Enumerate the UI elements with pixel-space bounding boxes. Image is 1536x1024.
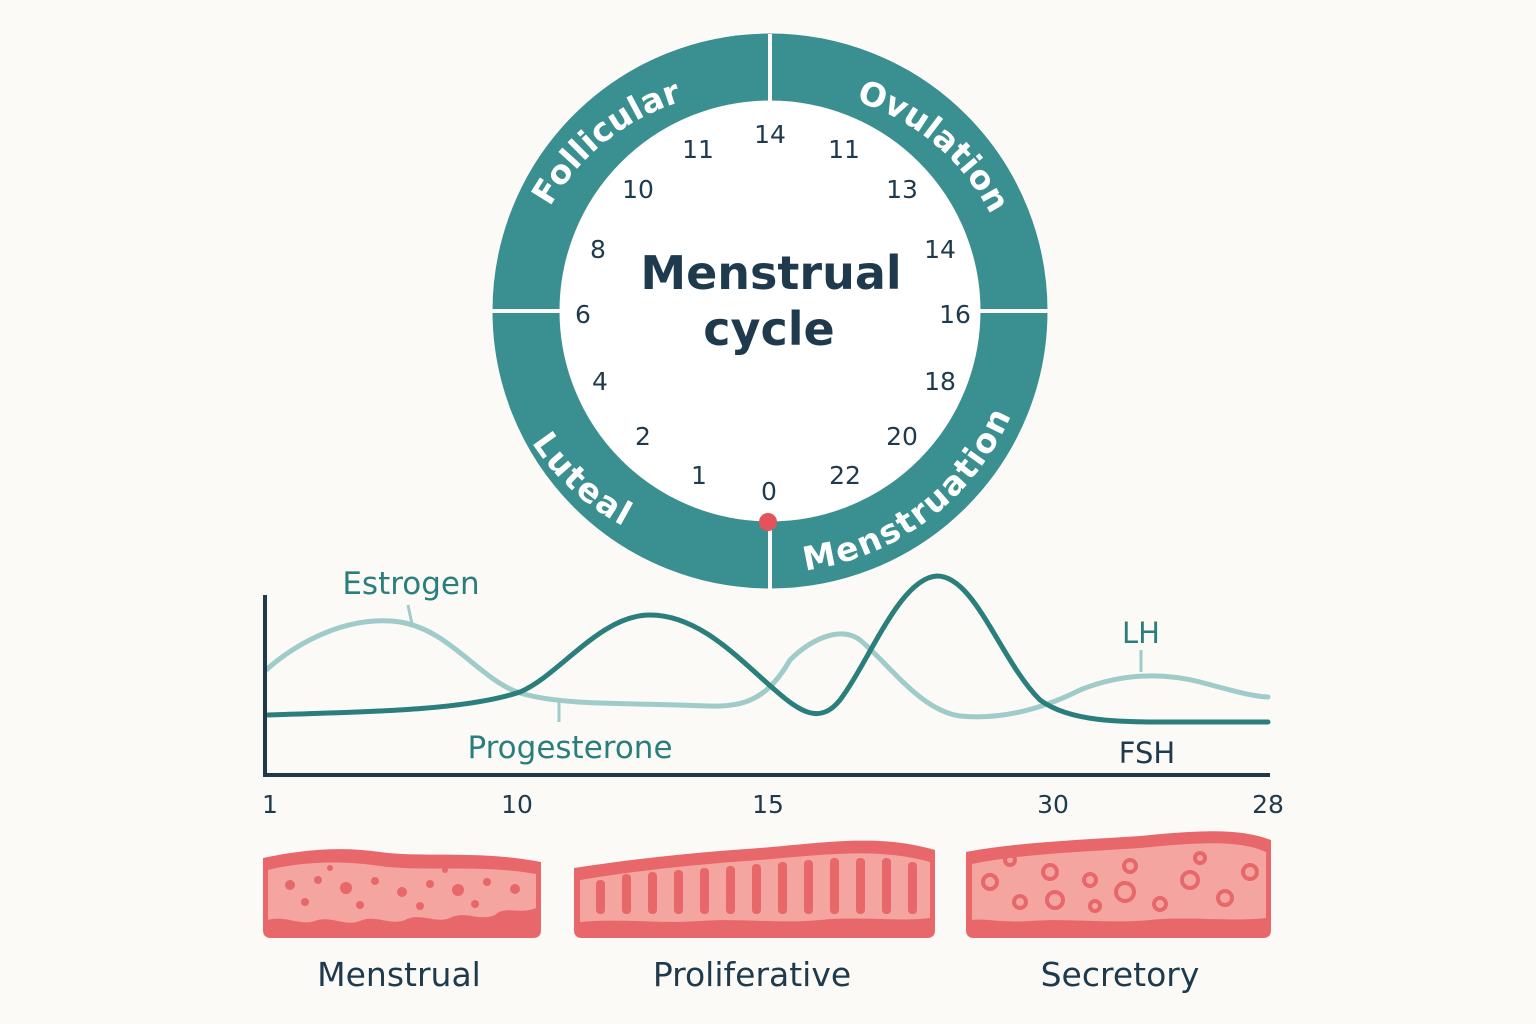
day-label: 18 bbox=[924, 367, 956, 396]
day-label: 2 bbox=[635, 422, 651, 451]
day-label: 0 bbox=[761, 477, 777, 506]
cycle-face bbox=[560, 101, 980, 521]
hormone-curve-light bbox=[263, 618, 1271, 720]
stage-label-secretory: Secretory bbox=[1041, 955, 1200, 994]
x-tick-label: 15 bbox=[752, 790, 784, 819]
day-label: 13 bbox=[886, 175, 918, 204]
stage-label-proliferative: Proliferative bbox=[653, 955, 851, 994]
hormone-curve-dark bbox=[265, 573, 1271, 725]
day-label: 6 bbox=[575, 300, 591, 329]
day-label: 16 bbox=[939, 300, 971, 329]
x-tick-label: 28 bbox=[1252, 790, 1284, 819]
endometrium-stages: Menstrual Proliferative Secretory bbox=[263, 831, 1271, 994]
tissue-menstrual-glands bbox=[285, 865, 520, 910]
cycle-wheel: Follicular Ovulation Luteal Menstruation… bbox=[484, 33, 1056, 590]
cycle-title-line1: Menstrual bbox=[640, 246, 901, 300]
hormone-chart: Estrogen Progesterone LH FSH 1 10 15 30 … bbox=[262, 566, 1284, 819]
stage-label-menstrual: Menstrual bbox=[317, 955, 481, 994]
fsh-label: FSH bbox=[1119, 736, 1175, 770]
x-tick-labels: 1 10 15 30 28 bbox=[262, 790, 1284, 819]
x-tick-label: 10 bbox=[501, 790, 533, 819]
day-label: 14 bbox=[754, 120, 786, 149]
day-label: 14 bbox=[924, 235, 956, 264]
cycle-day-labels: 14 11 13 14 16 18 20 22 0 1 2 4 6 8 10 1… bbox=[575, 120, 971, 506]
x-tick-label: 1 bbox=[262, 790, 278, 819]
tissue-menstrual bbox=[263, 849, 541, 938]
tissue-proliferative bbox=[574, 840, 935, 938]
day-label: 11 bbox=[682, 135, 714, 164]
estrogen-leader bbox=[406, 604, 414, 625]
day-label: 4 bbox=[592, 367, 608, 396]
day-label: 11 bbox=[828, 135, 860, 164]
estrogen-label: Estrogen bbox=[342, 566, 479, 602]
tissue-secretory bbox=[966, 831, 1271, 938]
tissue-proliferative-glands bbox=[596, 858, 917, 914]
cycle-title-line2: cycle bbox=[703, 302, 835, 356]
day-label: 20 bbox=[886, 422, 918, 451]
day-label: 10 bbox=[622, 175, 654, 204]
progesterone-label: Progesterone bbox=[467, 730, 672, 766]
x-tick-label: 30 bbox=[1037, 790, 1069, 819]
lh-label: LH bbox=[1122, 616, 1160, 650]
day-label: 1 bbox=[691, 461, 707, 490]
day-label: 8 bbox=[590, 235, 606, 264]
tissue-secretory-glands bbox=[981, 851, 1259, 913]
day-label: 22 bbox=[829, 461, 861, 490]
cycle-start-marker bbox=[759, 513, 777, 531]
